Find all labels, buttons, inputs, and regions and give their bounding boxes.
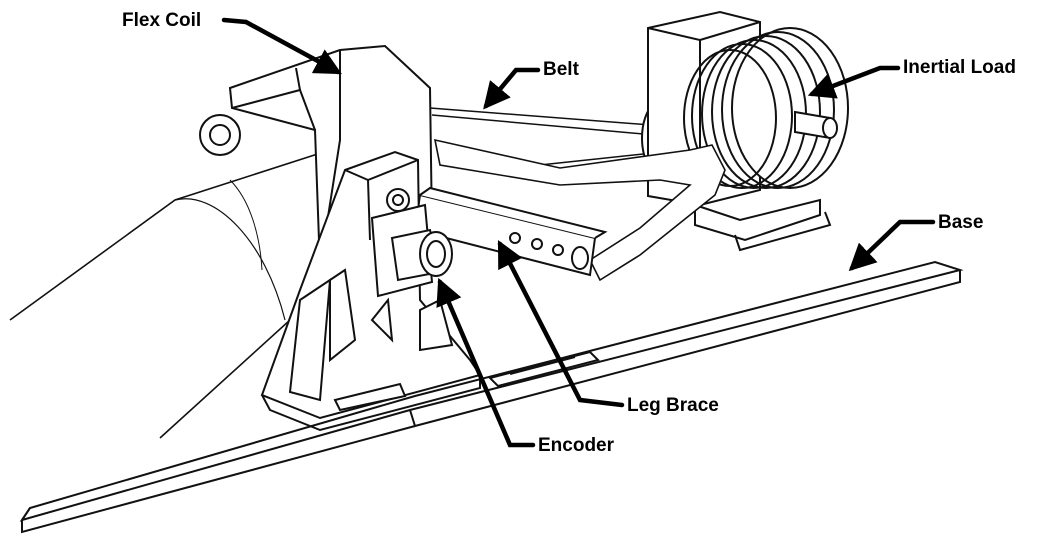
inertial-load-label: Inertial Load <box>903 57 1016 78</box>
flex-coil-label: Flex Coil <box>122 10 202 31</box>
base-plate <box>19 260 964 534</box>
leg-brace-arrow <box>497 239 625 408</box>
flex-coil-arrow <box>221 17 342 75</box>
encoder-label: Encoder <box>538 435 615 456</box>
callout-arrows <box>221 17 936 448</box>
leg-brace <box>413 186 608 277</box>
leg-brace-label: Leg Brace <box>627 395 719 416</box>
base-arrow <box>848 219 936 272</box>
encoder-shape <box>370 203 453 298</box>
inertial-load-arrow <box>807 65 901 99</box>
belt-label: Belt <box>543 59 579 80</box>
encoder-arrow <box>436 277 536 448</box>
stand-frame <box>260 150 482 432</box>
belt-arrow <box>483 67 541 110</box>
arm-shape <box>433 138 726 282</box>
base-label: Base <box>938 212 984 233</box>
